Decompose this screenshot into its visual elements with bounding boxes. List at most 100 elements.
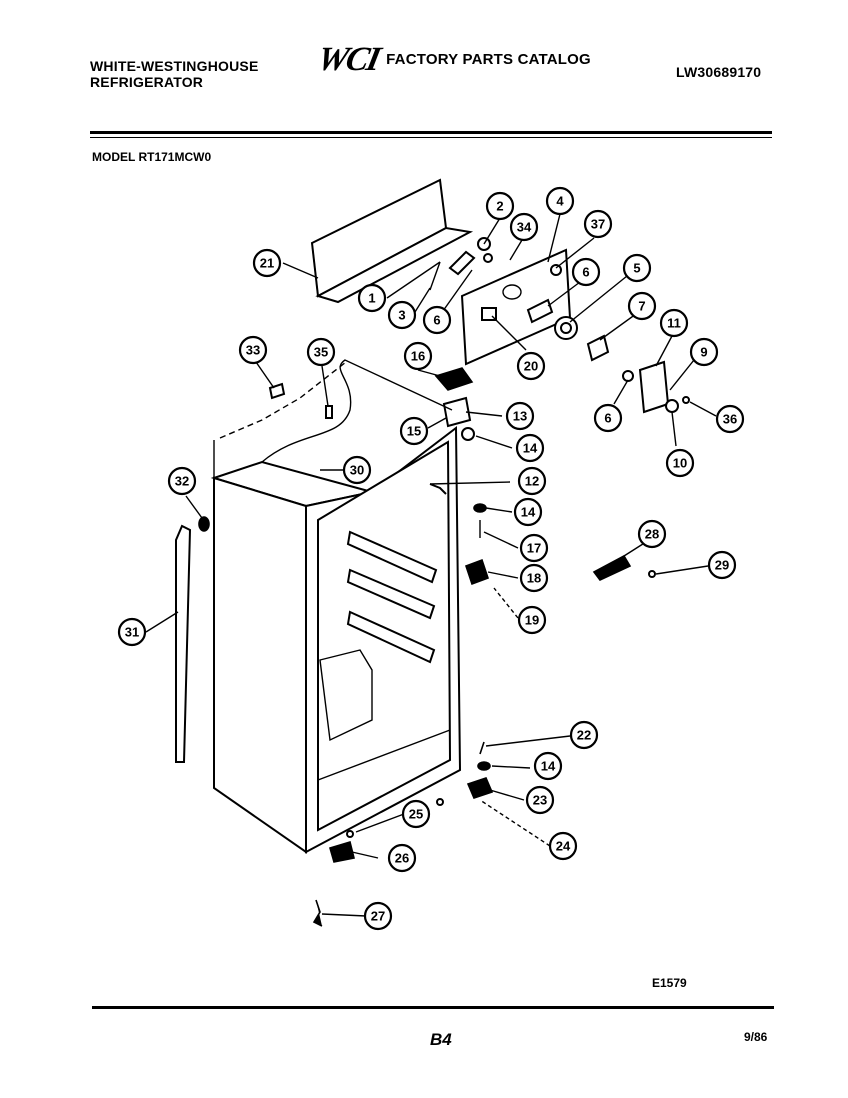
callout-label: 6 (582, 265, 589, 280)
callout-label: 36 (723, 412, 737, 427)
thermostat-parts (554, 316, 610, 362)
callout-19: 19 (517, 605, 547, 635)
footer-rule (92, 1006, 774, 1009)
callout-7: 7 (627, 291, 657, 321)
callout-13: 13 (505, 401, 535, 431)
callout-14b: 14 (513, 497, 543, 527)
control-panel-part (460, 248, 572, 366)
callout-30: 30 (342, 455, 372, 485)
callout-label: 7 (638, 299, 645, 314)
brand-line-1: WHITE-WESTINGHOUSE (90, 58, 259, 74)
doc-number: LW30689170 (676, 64, 762, 80)
callout-35: 35 (306, 337, 336, 367)
catalog-title: FACTORY PARTS CATALOG (386, 51, 591, 68)
callout-9: 9 (689, 337, 719, 367)
callout-34: 34 (509, 212, 539, 242)
callout-label: 12 (525, 474, 539, 489)
callout-label: 1 (368, 291, 375, 306)
callout-label: 16 (411, 349, 425, 364)
callout-23: 23 (525, 785, 555, 815)
callout-label: 9 (700, 345, 707, 360)
brand-line-2: REFRIGERATOR (90, 74, 204, 90)
callout-label: 32 (175, 474, 189, 489)
callout-label: 35 (314, 345, 328, 360)
callout-3: 3 (387, 300, 417, 330)
header-rule-thin (90, 137, 772, 138)
catalog-header: WCI FACTORY PARTS CATALOG (314, 41, 591, 78)
brand-block: WHITE-WESTINGHOUSE REFRIGERATOR (90, 58, 258, 90)
callout-label: 19 (525, 613, 539, 628)
callout-4: 4 (545, 186, 575, 216)
callout-label: 4 (556, 194, 564, 209)
bottom-hinge-parts (312, 741, 494, 927)
callout-12: 12 (517, 466, 547, 496)
callout-label: 14 (541, 759, 556, 774)
top-panel-part (310, 178, 474, 304)
callout-32: 32 (167, 466, 197, 496)
callout-label: 22 (577, 728, 591, 743)
diagram-code: E1579 (652, 976, 687, 990)
callout-label: 10 (673, 456, 687, 471)
callout-16: 16 (403, 341, 433, 371)
callout-label: 31 (125, 625, 139, 640)
callout-28: 28 (637, 519, 667, 549)
callout-label: 3 (398, 308, 405, 323)
light-assembly-part (622, 360, 690, 414)
callout-29: 29 (707, 550, 737, 580)
page-date: 9/86 (744, 1030, 768, 1044)
page-number: B4 (430, 1030, 452, 1049)
callout-label: 14 (523, 441, 538, 456)
callout-27: 27 (363, 901, 393, 931)
callout-25a: 25 (401, 799, 431, 829)
callout-31: 31 (117, 617, 147, 647)
callout-label: 5 (633, 261, 640, 276)
callout-label: 13 (513, 409, 527, 424)
callout-label: 2 (496, 199, 503, 214)
callout-label: 21 (260, 256, 274, 271)
callout-24: 24 (548, 831, 578, 861)
callout-2: 2 (485, 191, 515, 221)
hinge-parts-right (429, 483, 656, 586)
callout-33: 33 (238, 335, 268, 365)
callout-26: 26 (387, 843, 417, 873)
callout-20: 20 (516, 351, 546, 381)
top-hinge-part (434, 367, 475, 441)
callout-label: 30 (350, 463, 364, 478)
callout-1: 1 (357, 283, 387, 313)
callout-36: 36 (715, 404, 745, 434)
callout-14c: 14 (533, 751, 563, 781)
callout-label: 15 (407, 424, 421, 439)
callout-label: 37 (591, 217, 605, 232)
callout-15: 15 (399, 416, 429, 446)
refrigerator-cabinet (210, 359, 462, 854)
callout-22: 22 (569, 720, 599, 750)
hinge-parts-top (429, 237, 493, 291)
callout-label: 28 (645, 527, 659, 542)
model-label: MODEL RT171MCW0 (92, 150, 212, 164)
callout-label: 26 (395, 851, 409, 866)
callout-label: 6 (433, 313, 440, 328)
callout-6c: 6 (593, 403, 623, 433)
callout-label: 18 (527, 571, 541, 586)
callout-label: 34 (517, 220, 532, 235)
header-rule (90, 131, 772, 134)
callout-label: 23 (533, 793, 547, 808)
callout-label: 20 (524, 359, 538, 374)
callout-label: 24 (556, 839, 571, 854)
side-trim-parts (175, 382, 333, 763)
callout-label: 17 (527, 541, 541, 556)
callout-label: 11 (667, 316, 681, 331)
callout-21: 21 (252, 248, 282, 278)
leader-lines (145, 213, 717, 917)
callout-label: 29 (715, 558, 729, 573)
callout-18: 18 (519, 563, 549, 593)
callout-label: 6 (604, 411, 611, 426)
callout-label: 33 (246, 343, 260, 358)
callout-37: 37 (583, 209, 613, 239)
callout-10: 10 (665, 448, 695, 478)
callout-14a: 14 (515, 433, 545, 463)
callout-11: 11 (659, 308, 689, 338)
callout-6a: 6 (422, 305, 452, 335)
callout-label: 14 (521, 505, 536, 520)
